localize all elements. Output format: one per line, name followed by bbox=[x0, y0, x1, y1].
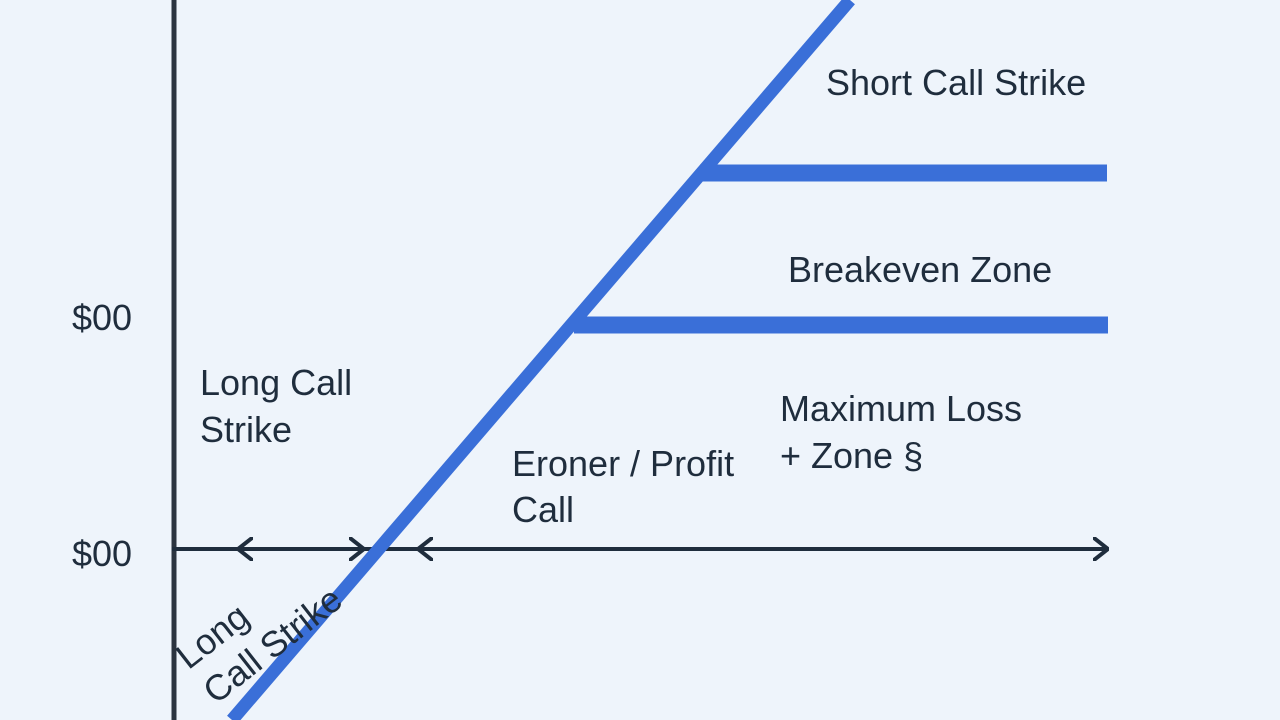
profit-call-label-line2: Call bbox=[512, 489, 574, 530]
payoff-diagonal-line bbox=[227, 0, 855, 720]
profit-call-label-line1: Eroner / Profit bbox=[512, 443, 734, 484]
long-call-strike-label-line1: Long Call bbox=[200, 362, 352, 403]
y-axis-label-upper: $00 bbox=[72, 297, 132, 338]
y-axis-label-lower: $00 bbox=[72, 533, 132, 574]
maximum-loss-label-line2: + Zone § bbox=[780, 435, 923, 476]
long-call-strike-label-line2: Strike bbox=[200, 409, 292, 450]
breakeven-zone-label: Breakeven Zone bbox=[788, 249, 1052, 290]
maximum-loss-label-line1: Maximum Loss bbox=[780, 388, 1022, 429]
short-call-strike-label: Short Call Strike bbox=[826, 62, 1086, 103]
